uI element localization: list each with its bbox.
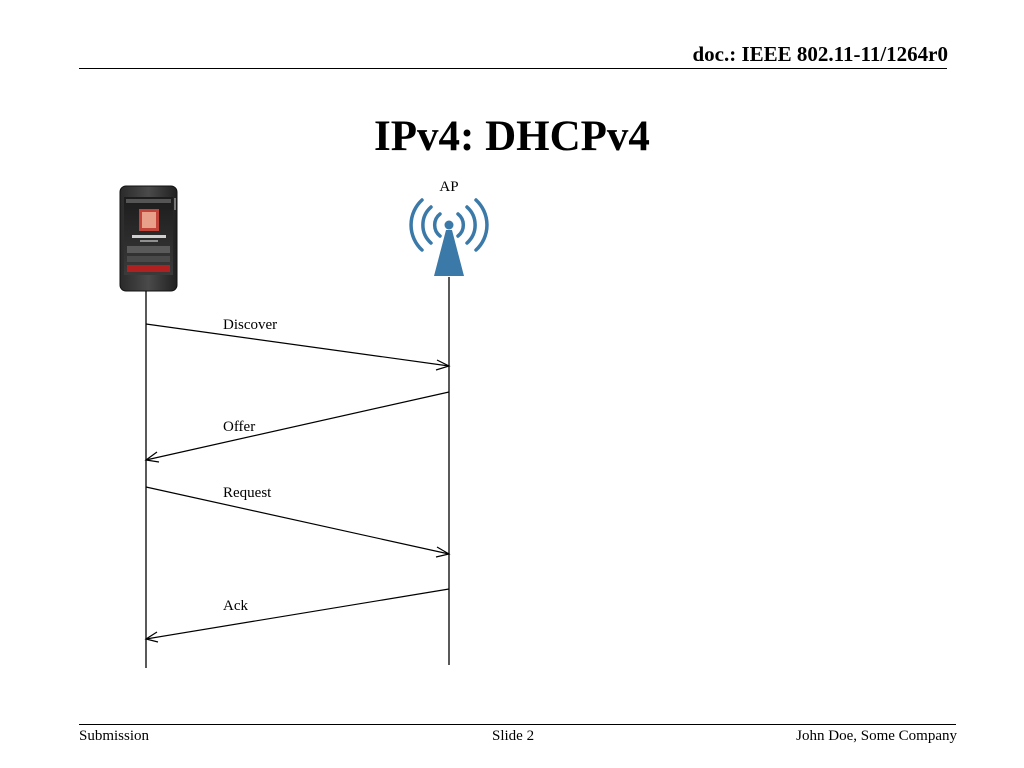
footer-submission: Submission xyxy=(79,728,150,744)
wireless-access-point-icon xyxy=(409,198,489,276)
ap-label: AP xyxy=(439,179,458,195)
footer-slide-number: Slide 2 xyxy=(492,728,535,744)
message-offer xyxy=(144,391,450,463)
slide-title: IPv4: DHCPv4 xyxy=(374,113,650,160)
message-ack xyxy=(144,588,450,643)
message-label: Offer xyxy=(223,419,255,435)
footer-author: John Doe, Some Company xyxy=(796,728,957,744)
message-label: Ack xyxy=(223,598,248,614)
header-divider xyxy=(79,68,947,69)
message-label: Request xyxy=(223,485,272,501)
footer-divider xyxy=(79,724,956,725)
message-label: Discover xyxy=(223,317,277,333)
message-discover xyxy=(145,323,451,371)
message-request xyxy=(145,486,451,558)
document-id: doc.: IEEE 802.11-11/1264r0 xyxy=(692,42,948,66)
smartphone-icon xyxy=(119,185,178,292)
